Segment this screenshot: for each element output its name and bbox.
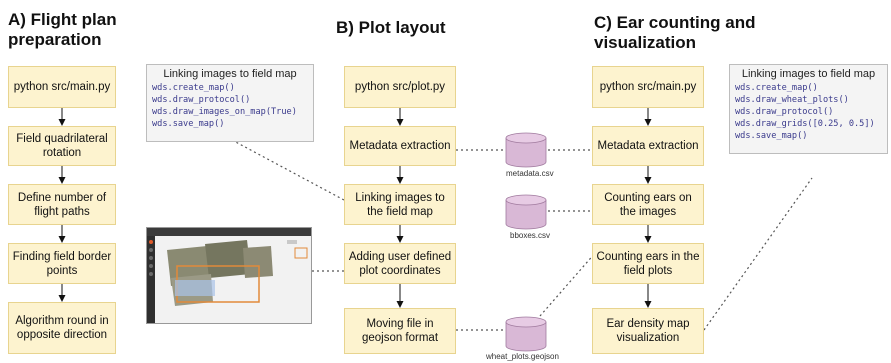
code-panel-left: Linking images to field map wds.create_m… bbox=[146, 64, 314, 142]
code-line: wds.create_map() bbox=[735, 83, 818, 93]
box-c-main-py: python src/main.py bbox=[592, 66, 704, 108]
box-a-border-points: Finding field border points bbox=[8, 243, 116, 284]
file-label-geojson: wheat_plots.geojson bbox=[486, 352, 559, 361]
section-c-title-line1: C) Ear counting and bbox=[594, 13, 756, 32]
section-b-title-line1: B) Plot layout bbox=[336, 18, 446, 37]
box-c-density-map: Ear density map visualization bbox=[592, 308, 704, 354]
box-b-geojson: Moving file in geojson format bbox=[344, 308, 456, 354]
code-panel-left-title: Linking images to field map bbox=[163, 68, 297, 80]
code-line: wds.save_map() bbox=[152, 119, 225, 129]
code-line: wds.save_map() bbox=[735, 131, 808, 141]
screenshot-drawing bbox=[147, 228, 311, 323]
box-b-plot-coordinates: Adding user defined plot coordinates bbox=[344, 243, 456, 284]
code-line: wds.draw_images_on_map(True) bbox=[152, 107, 297, 117]
dotted-link-geojson-c bbox=[539, 251, 597, 317]
section-a-title-line2: preparation bbox=[8, 30, 102, 49]
box-b-linking: Linking images to the field map bbox=[344, 184, 456, 225]
code-line: wds.create_map() bbox=[152, 83, 235, 93]
code-line: wds.draw_protocol() bbox=[152, 95, 251, 105]
section-c-title: C) Ear counting and visualization bbox=[594, 13, 756, 53]
code-line: wds.draw_wheat_plots() bbox=[735, 95, 849, 105]
section-c-title-line2: visualization bbox=[594, 33, 697, 52]
box-a-rotation: Field quadrilateral rotation bbox=[8, 126, 116, 166]
box-b-metadata: Metadata extraction bbox=[344, 126, 456, 166]
code-panel-right: Linking images to field map wds.create_m… bbox=[729, 64, 888, 154]
code-panel-right-title: Linking images to field map bbox=[741, 68, 876, 80]
box-a-main-py: python src/main.py bbox=[8, 66, 116, 108]
section-a-title-line1: A) Flight plan bbox=[8, 10, 117, 29]
db-geojson-icon bbox=[505, 316, 547, 352]
dotted-link-code-right bbox=[703, 177, 813, 331]
box-a-algorithm: Algorithm round in opposite direction bbox=[8, 302, 116, 354]
box-b-plot-py: python src/plot.py bbox=[344, 66, 456, 108]
section-b-title: B) Plot layout bbox=[336, 18, 446, 38]
file-label-metadata: metadata.csv bbox=[506, 169, 554, 178]
db-metadata-icon bbox=[505, 132, 547, 168]
section-a-title: A) Flight plan preparation bbox=[8, 10, 117, 50]
box-c-counting-plots: Counting ears in the field plots bbox=[592, 243, 704, 284]
box-c-counting-images: Counting ears on the images bbox=[592, 184, 704, 225]
db-bboxes-icon bbox=[505, 194, 547, 230]
code-line: wds.draw_grids([0.25, 0.5]) bbox=[735, 119, 875, 129]
app-screenshot-thumbnail bbox=[146, 227, 312, 324]
box-c-metadata: Metadata extraction bbox=[592, 126, 704, 166]
code-line: wds.draw_protocol() bbox=[735, 107, 834, 117]
dotted-link-code-left bbox=[231, 139, 345, 201]
box-a-flight-paths: Define number of flight paths bbox=[8, 184, 116, 225]
file-label-bboxes: bboxes.csv bbox=[510, 231, 551, 240]
